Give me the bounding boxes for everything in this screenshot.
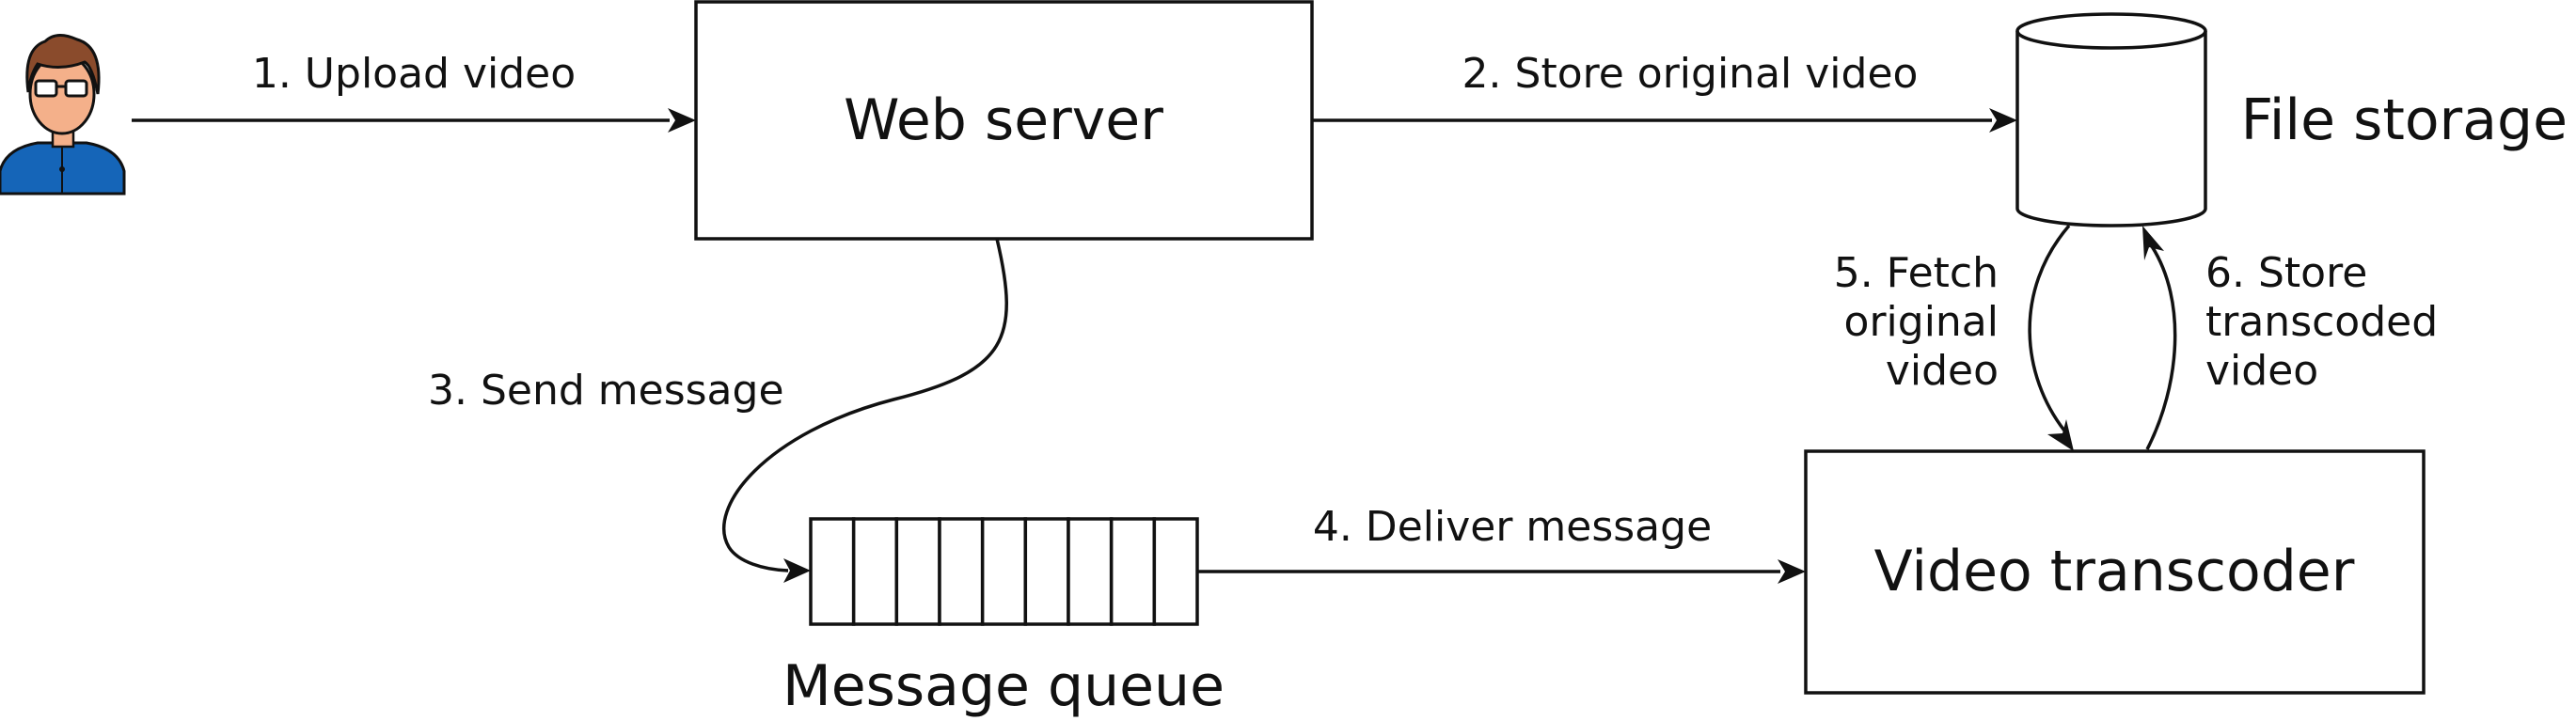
edge-send-message-curve [722, 238, 1008, 572]
edge-fetch-original-curve [2028, 224, 2071, 432]
message-queue-cell [938, 517, 985, 626]
file-storage-node: File storage [2015, 12, 2568, 227]
edge-store-transcoded-label: 6. Store transcoded video [2205, 249, 2438, 395]
video-transcoder-label: Video transcoder [1874, 539, 2355, 604]
arrowhead-send-message [783, 558, 811, 583]
web-server-node: Web server [694, 0, 1314, 241]
edge-upload-label: 1. Upload video [252, 50, 576, 98]
message-queue-cell [809, 517, 856, 626]
message-queue-cell [980, 517, 1028, 626]
edge-deliver-message: 4. Deliver message [1197, 503, 1806, 584]
edge-store-original: 2. Store original video [1312, 50, 2017, 133]
message-queue-cell [1152, 517, 1199, 626]
message-queue-cell [894, 517, 941, 626]
edge-store-transcoded-line-2: transcoded [2205, 298, 2438, 346]
user-glasses-right [64, 79, 88, 98]
edge-upload-video: 1. Upload video [132, 50, 696, 133]
file-storage-cylinder-top [2015, 30, 2207, 50]
edge-send-message: 3. Send message [428, 238, 1008, 583]
edge-fetch-original-line-1: 5. Fetch [1834, 249, 1999, 297]
file-storage-label: File storage [2241, 87, 2568, 153]
web-server-label: Web server [844, 87, 1163, 153]
user-hair [25, 34, 101, 95]
edge-store-original-label: 2. Store original video [1462, 50, 1919, 98]
user-glasses-left [34, 79, 58, 98]
edge-fetch-original-label: 5. Fetch original video [1834, 249, 1999, 395]
arrowhead-upload [668, 108, 696, 133]
message-queue-cell [1023, 517, 1070, 626]
edge-send-message-label: 3. Send message [428, 367, 784, 415]
file-storage-cylinder [2015, 12, 2207, 227]
edge-fetch-original: 5. Fetch original video [1834, 224, 2074, 451]
arrowhead-deliver-message [1778, 559, 1806, 584]
edge-fetch-original-line-3: video [1886, 347, 1999, 395]
edge-store-transcoded-curve [2145, 245, 2177, 450]
user-shirt-button [59, 166, 65, 172]
video-transcoder-node: Video transcoder [1804, 449, 2426, 695]
user-avatar-icon [0, 34, 126, 196]
edge-store-transcoded: 6. Store transcoded video [2142, 226, 2438, 450]
message-queue-cell [1109, 517, 1157, 626]
edge-deliver-message-label: 4. Deliver message [1313, 503, 1712, 551]
arrowhead-store-transcoded [2142, 226, 2164, 260]
message-queue-node: Message queue [782, 517, 1225, 719]
message-queue-cells [809, 517, 1199, 626]
message-queue-label: Message queue [782, 653, 1225, 719]
edge-fetch-original-line-2: original [1844, 298, 1999, 346]
message-queue-cell [851, 517, 899, 626]
arrowhead-fetch-original [2047, 419, 2074, 451]
edge-store-transcoded-line-3: video [2205, 347, 2318, 395]
message-queue-cell [1067, 517, 1114, 626]
video-transcoder-box [1804, 449, 2426, 695]
edge-store-transcoded-line-1: 6. Store [2205, 249, 2367, 297]
arrowhead-store-original [1989, 108, 2017, 133]
web-server-box [694, 0, 1314, 241]
